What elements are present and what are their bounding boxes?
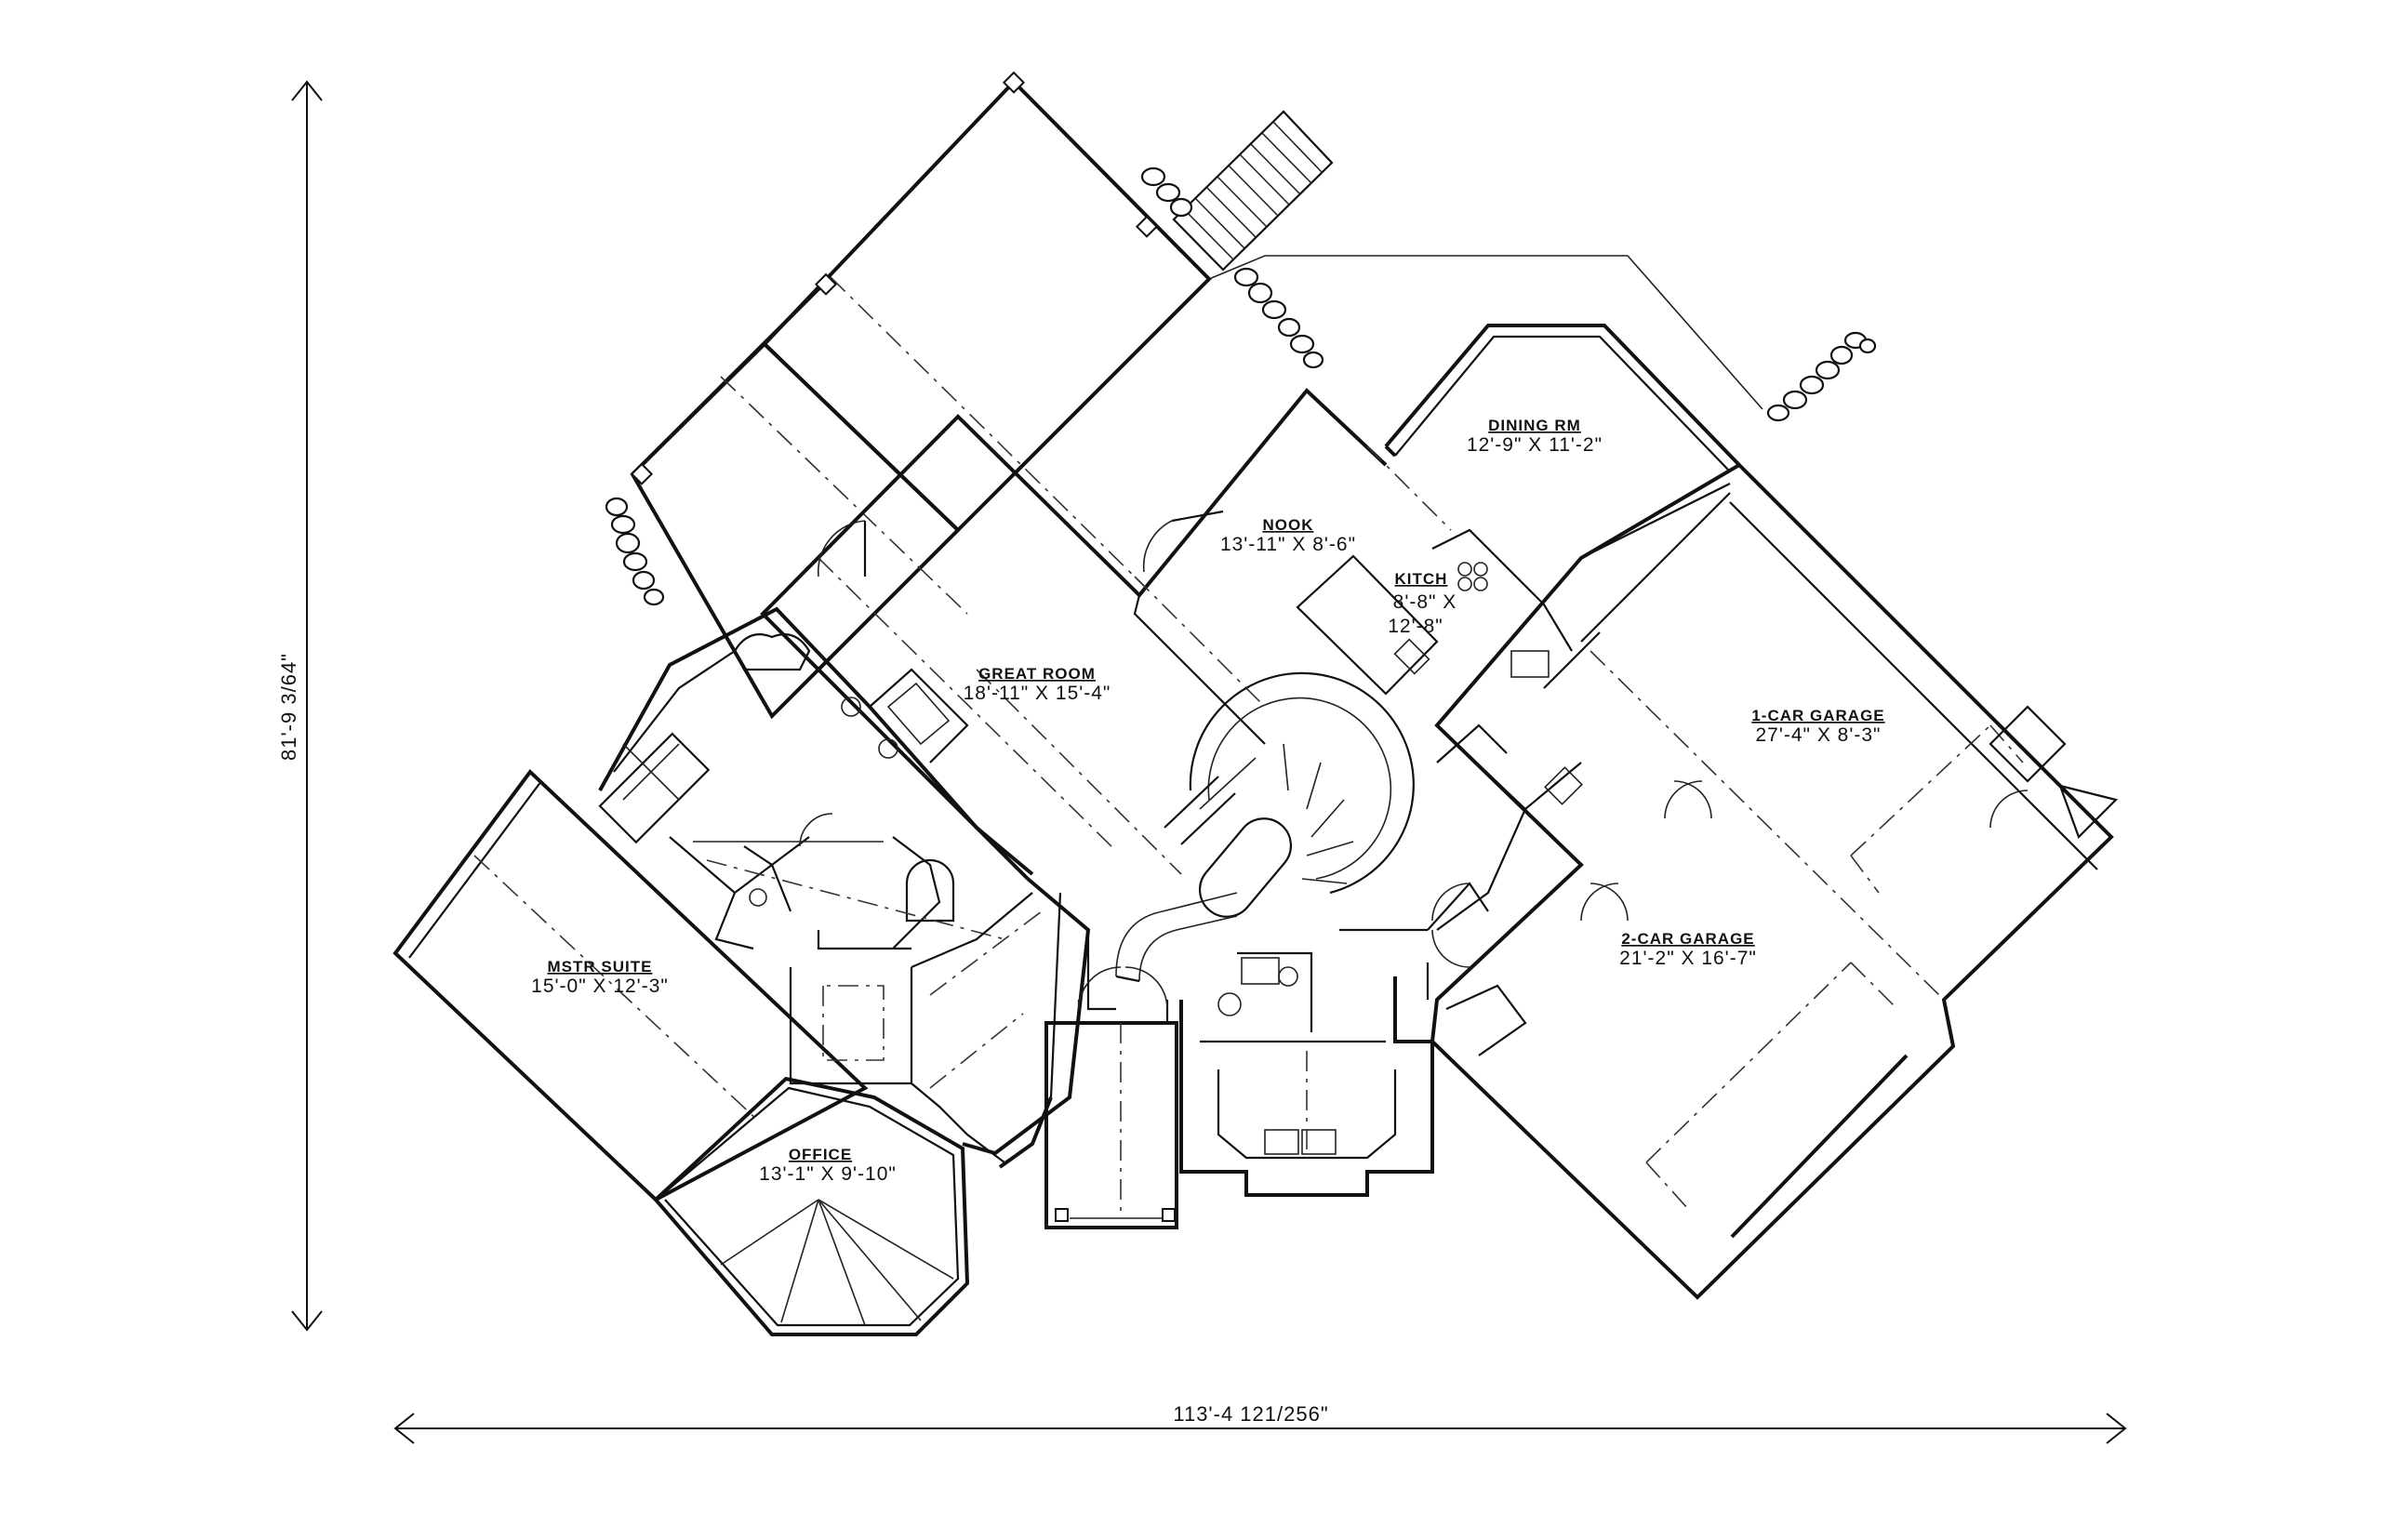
dimension-line-depth: [291, 80, 323, 1332]
overall-depth-label: 81'-9 3/64": [277, 653, 300, 761]
room-label-master-suite: MSTR SUITE 15'-0" X 12'-3": [531, 958, 669, 997]
room-name: 2-CAR GARAGE: [1621, 930, 1754, 948]
door-swings: [799, 510, 2029, 1010]
room-label-great-room: GREAT ROOM 18'-11" X 15'-4": [964, 665, 1111, 704]
room-label-garage-1: 1-CAR GARAGE 27'-4" X 8'-3": [1751, 707, 1884, 746]
room-size: 27'-4" X 8'-3": [1756, 724, 1882, 746]
room-name: NOOK: [1263, 516, 1314, 534]
nook-kitchen-divider: [1134, 576, 1266, 708]
room-size: 13'-1" X 9'-10": [759, 1163, 897, 1185]
room-name: DINING RM: [1488, 417, 1581, 434]
overall-width-label: 113'-4 121/256": [1173, 1402, 1328, 1426]
room-label-dining: DINING RM 12'-9" X 11'-2": [1467, 417, 1603, 456]
room-label-office: OFFICE 13'-1" X 9'-10": [759, 1146, 897, 1185]
room-size: 21'-2" X 16'-7": [1619, 948, 1757, 969]
kitchen-divider: [1366, 445, 1452, 531]
foyer-walls: [962, 877, 1489, 1156]
room-size-line2: 12'-8": [1388, 616, 1443, 637]
room-size: 15'-0" X 12'-3": [531, 976, 669, 997]
room-name: MSTR SUITE: [548, 958, 653, 976]
landscape-rocks: [605, 166, 1877, 606]
room-name: 1-CAR GARAGE: [1751, 707, 1884, 724]
rear-patio: [630, 71, 1212, 720]
master-closet: [789, 892, 1053, 1169]
room-size: 18'-11" X 15'-4": [964, 683, 1111, 704]
office-walls: [653, 1076, 970, 1336]
room-size: 12'-9" X 11'-2": [1467, 434, 1603, 456]
main-house-walls: [770, 324, 2119, 1300]
rear-stairs: [1172, 110, 1334, 272]
dimension-line-width: [393, 1413, 2127, 1444]
room-label-kitchen: KITCH 8'-8" X 12'-8": [1388, 570, 1457, 637]
front-porch: [1044, 1000, 1178, 1229]
master-suite-walls: [392, 606, 1034, 1202]
room-label-garage-2: 2-CAR GARAGE 21'-2" X 16'-7": [1619, 930, 1757, 969]
room-size: 13'-11" X 8'-6": [1220, 534, 1356, 555]
room-name: GREAT ROOM: [978, 665, 1096, 683]
great-room-walls: [760, 557, 1266, 881]
dining-deck-outline: [1208, 255, 1763, 410]
room-size-line1: 8'-8" X: [1393, 591, 1457, 613]
room-label-nook: NOOK 13'-11" X 8'-6": [1220, 516, 1356, 555]
room-name: OFFICE: [789, 1146, 852, 1163]
kitchen-fixtures: [1296, 528, 1583, 805]
room-name: KITCH: [1395, 570, 1448, 588]
front-service-rooms: [1179, 951, 1434, 1197]
spiral-stair: [1164, 671, 1415, 918]
